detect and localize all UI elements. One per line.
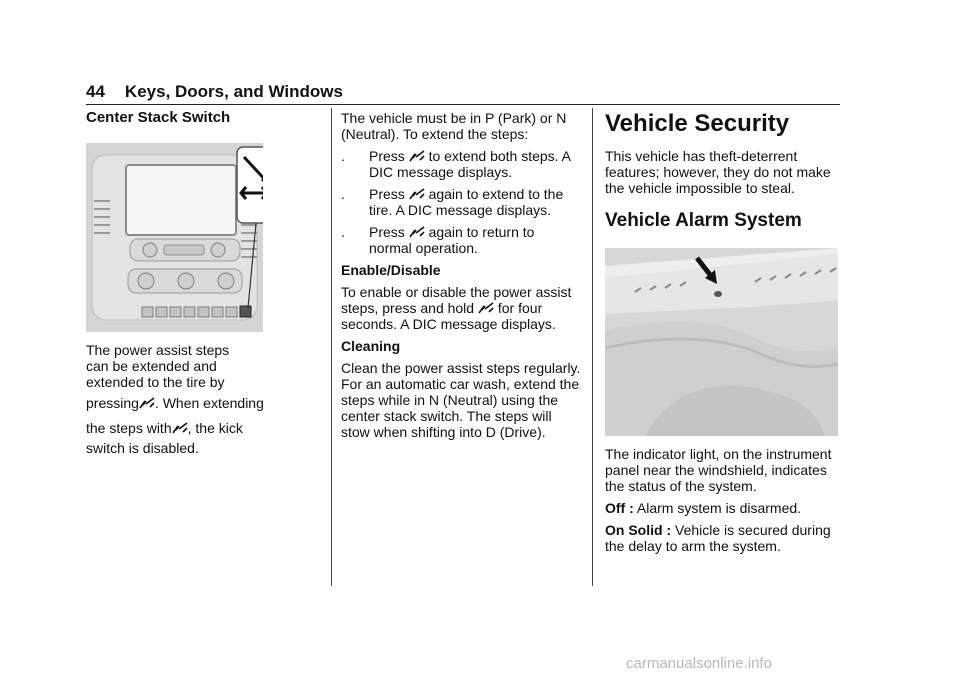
- step-icon: [409, 150, 425, 162]
- indicator-light-text: The indicator light, on the instrument p…: [605, 446, 832, 494]
- on-solid-status: On Solid : Vehicle is secured during the…: [605, 522, 831, 554]
- step-text-line-2: can be extended and: [86, 358, 217, 374]
- list-item: . Press again to extend to the tire. A D…: [341, 186, 564, 218]
- step-icon: [171, 422, 188, 434]
- page-header: 44 Keys, Doors, and Windows: [86, 82, 343, 102]
- list-item: . Press again to return to normal operat…: [341, 224, 535, 256]
- enable-disable-text: To enable or disable the power assist st…: [341, 284, 572, 332]
- alarm-indicator-illustration: [605, 248, 838, 436]
- security-intro: This vehicle has theft-deterrent feature…: [605, 148, 831, 196]
- kick-switch-disabled-text: switch is disabled.: [86, 440, 199, 456]
- when-extending-text: . When extending: [154, 395, 264, 411]
- step-icon: [478, 302, 494, 314]
- section-title: Keys, Doors, and Windows: [124, 82, 343, 101]
- left-column: Center Stack Switch: [86, 110, 322, 456]
- pressing-text: pressing: [86, 395, 139, 411]
- center-stack-switch-illustration: [86, 143, 263, 332]
- step-text-line-3: extended to the tire by: [86, 374, 225, 390]
- watermark: carmanualsonline.info: [626, 655, 772, 672]
- right-column: Vehicle Security This vehicle has theft-…: [605, 110, 841, 560]
- off-status: Off : Alarm system is disarmed.: [605, 500, 802, 516]
- column-divider-2: [592, 108, 593, 586]
- step-text-line-1: The power assist steps: [86, 342, 230, 358]
- step-icon: [409, 188, 425, 200]
- vehicle-security-title: Vehicle Security: [605, 110, 790, 137]
- alarm-system-heading: Vehicle Alarm System: [605, 210, 802, 231]
- cleaning-heading: Cleaning: [341, 338, 401, 354]
- steps-with-text: the steps with: [86, 420, 172, 436]
- kick-text: , the kick: [187, 420, 243, 436]
- column-divider-1: [331, 108, 332, 586]
- center-stack-heading: Center Stack Switch: [86, 109, 231, 126]
- cleaning-text: Clean the power assist steps regularly. …: [341, 360, 581, 440]
- park-neutral-intro: The vehicle must be in P (Park) or N (Ne…: [341, 110, 567, 142]
- page-number: 44: [86, 82, 105, 101]
- step-icon: [139, 397, 155, 409]
- enable-disable-heading: Enable/Disable: [341, 262, 441, 278]
- list-item: . Press to extend both steps. A DIC mess…: [341, 148, 571, 180]
- middle-column: The vehicle must be in P (Park) or N (Ne…: [341, 110, 581, 446]
- header-rule: [86, 104, 840, 105]
- step-icon: [409, 226, 425, 238]
